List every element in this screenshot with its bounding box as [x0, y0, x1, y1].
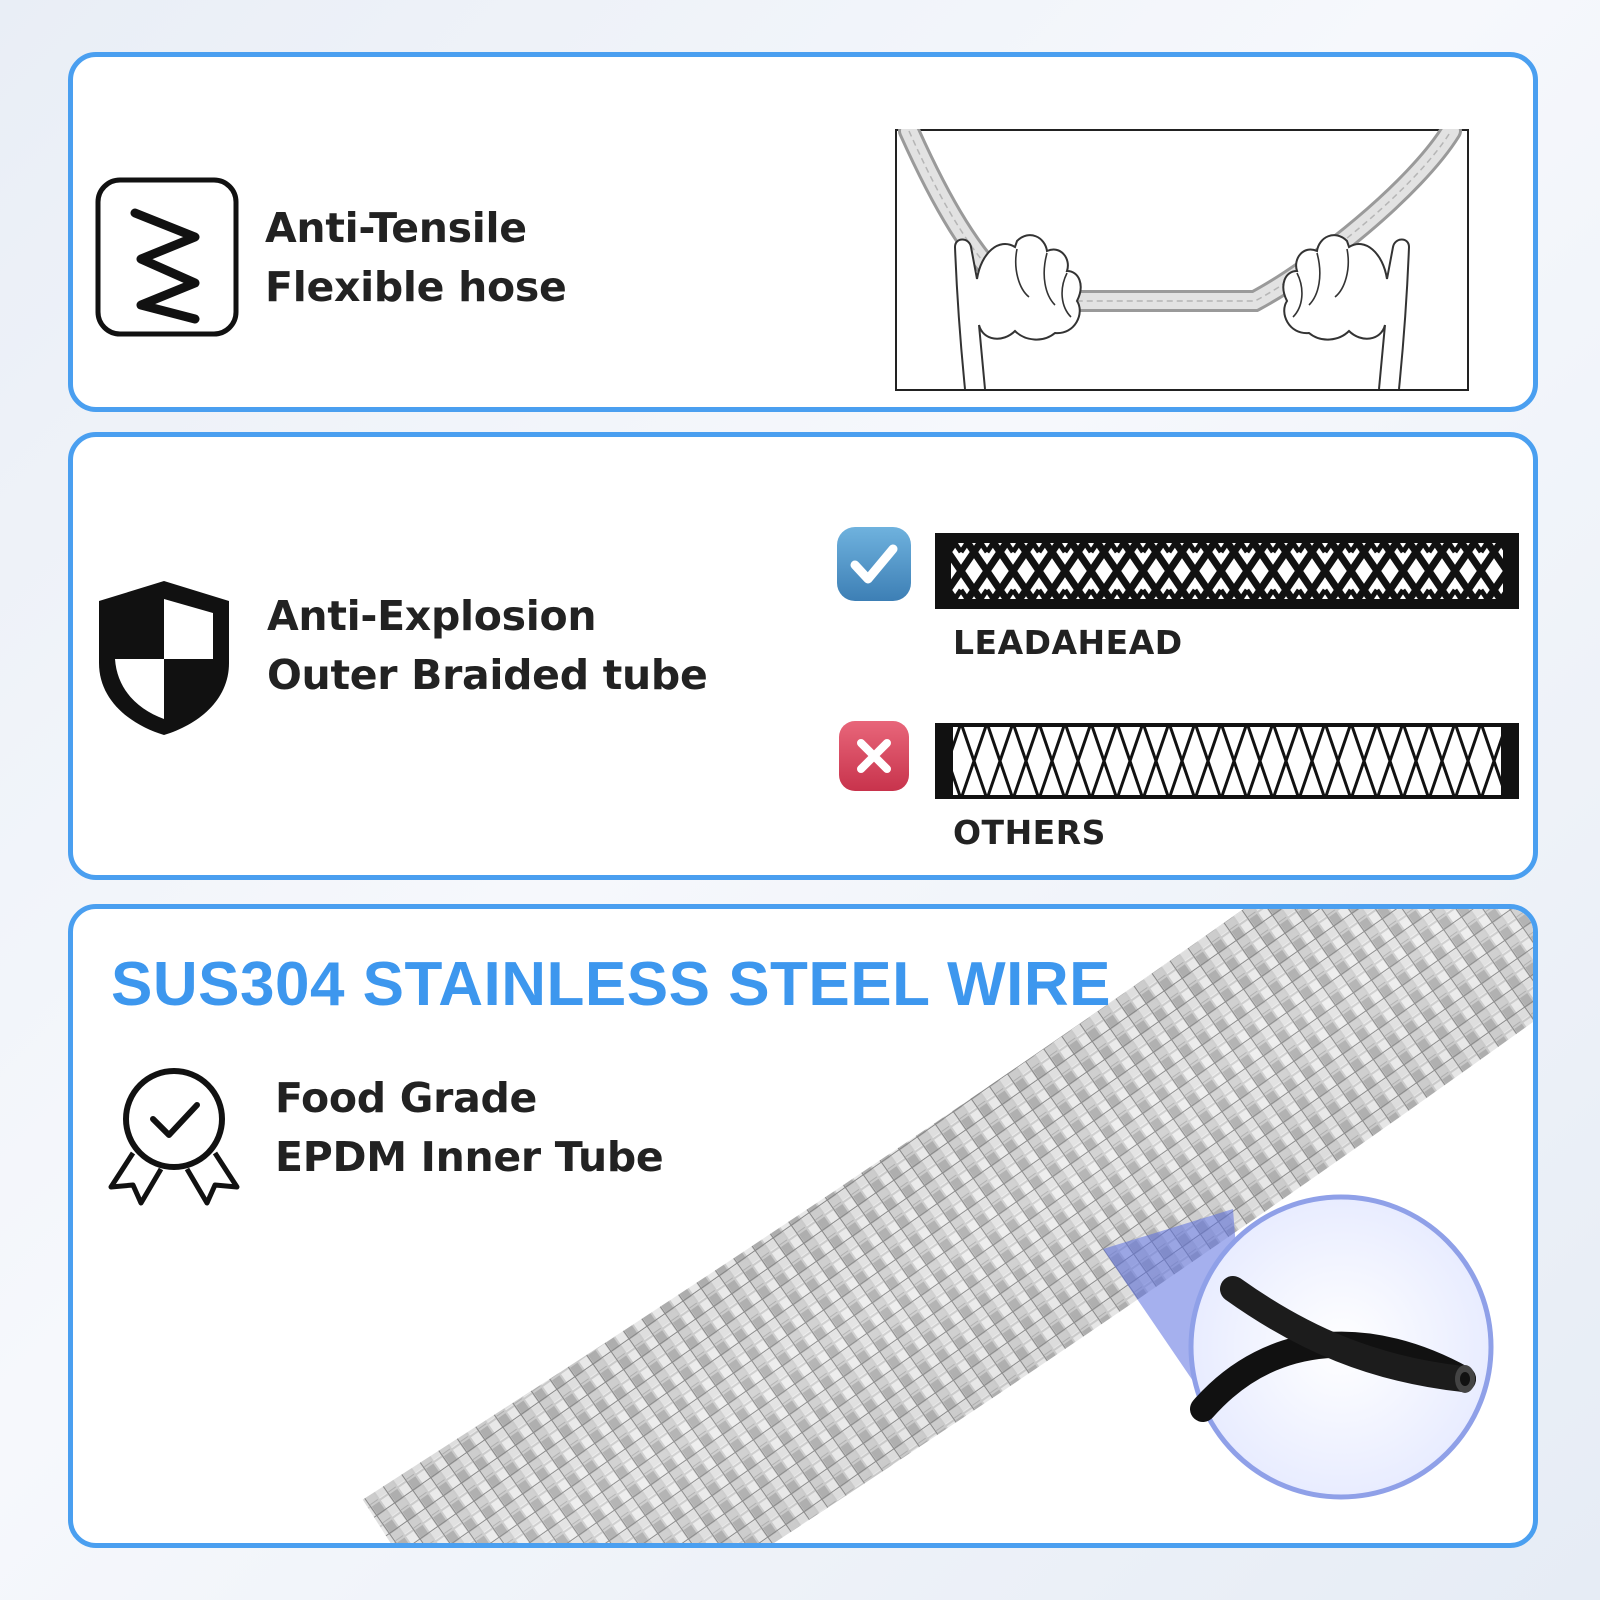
others-label: OTHERS [953, 813, 1106, 852]
stainless-steel-panel: SUS304 STAINLESS STEEL WIRE Food Grade E… [68, 904, 1538, 1548]
anti-tensile-title: Anti-Tensile Flexible hose [265, 199, 567, 317]
anti-tensile-title-line1: Anti-Tensile [265, 204, 527, 252]
leadahead-label: LEADAHEAD [953, 623, 1183, 662]
braided-hose-image [362, 909, 1533, 1543]
anti-tensile-panel: Anti-Tensile Flexible hose [68, 52, 1538, 412]
anti-explosion-panel: Anti-Explosion Outer Braided tube LEADAH… [68, 432, 1538, 880]
anti-explosion-title: Anti-Explosion Outer Braided tube [267, 587, 708, 705]
stainless-steel-heading: SUS304 STAINLESS STEEL WIRE [111, 950, 1111, 1019]
certified-badge-icon [108, 1068, 240, 1206]
spring-zigzag-icon [95, 177, 239, 337]
anti-explosion-title-line1: Anti-Explosion [267, 592, 597, 640]
checkmark-icon [837, 527, 911, 601]
epdm-inner-tube-title-line2: EPDM Inner Tube [275, 1133, 664, 1181]
food-grade-title-line1: Food Grade [275, 1074, 537, 1122]
others-loose-braid [935, 723, 1519, 799]
cross-icon [839, 721, 909, 791]
flexible-hose-title-line2: Flexible hose [265, 263, 567, 311]
leadahead-tight-braid [935, 533, 1519, 609]
shield-icon [99, 581, 229, 735]
outer-braided-tube-title-line2: Outer Braided tube [267, 651, 708, 699]
food-grade-title: Food Grade EPDM Inner Tube [275, 1069, 664, 1187]
hands-pulling-hose-illustration [895, 129, 1469, 391]
